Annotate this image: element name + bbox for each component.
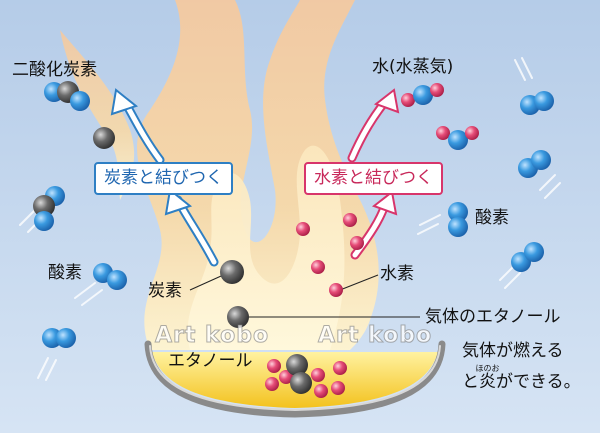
oxygen-molecule-bottom-left xyxy=(42,328,76,348)
carbon-atom-dish xyxy=(227,306,249,328)
motion-lines xyxy=(19,57,561,381)
watermark-left: Art kobo xyxy=(154,323,270,349)
co2-molecule-top-left xyxy=(44,81,90,111)
water-molecule-top xyxy=(401,83,444,107)
water-label: 水(水蒸気) xyxy=(372,57,454,77)
flame-kanji: 炎 xyxy=(479,372,496,392)
ethanol-molecules-in-dish xyxy=(265,354,347,398)
hydrogen-atoms-flame xyxy=(296,213,364,297)
dish-rim-highlight xyxy=(149,345,441,412)
dish-rim xyxy=(144,340,446,418)
ethanol-gas-label: 気体のエタノール xyxy=(425,307,561,327)
bond-hydrogen-box: 水素と結びつく xyxy=(304,162,443,195)
carbon-label: 炭素 xyxy=(148,281,182,301)
flame-wisp-left xyxy=(60,30,135,200)
burn-caption-rest: ができる。 xyxy=(496,372,581,392)
oxygen-molecule-right-mid xyxy=(518,150,551,178)
oxygen-molecule-right xyxy=(448,202,468,237)
co2-molecule-left xyxy=(33,186,65,231)
co2-label: 二酸化炭素 xyxy=(12,60,97,80)
arrow-carbon-up-head xyxy=(164,188,193,216)
flame-inner xyxy=(187,145,345,350)
carbon-atom-floating xyxy=(93,127,115,149)
oxygen-molecule-left xyxy=(93,263,127,290)
burn-caption-line2: とほのお炎ができる。 xyxy=(462,365,581,392)
watermark-right: Art kobo xyxy=(317,323,433,349)
hydrogen-label: 水素 xyxy=(380,264,414,284)
leader-hydrogen xyxy=(339,274,379,291)
water-molecule-mid xyxy=(436,126,479,150)
oxygen-label-left: 酸素 xyxy=(48,263,82,283)
oxygen-molecule-right-low xyxy=(511,242,544,272)
arrow-water-up-head xyxy=(373,88,400,114)
burn-caption-to: と xyxy=(462,372,479,392)
bond-carbon-box: 炭素と結びつく xyxy=(94,162,233,195)
ethanol-label: エタノール xyxy=(168,351,253,371)
arrow-hydrogen-up-head xyxy=(371,190,398,216)
flame-ruby: ほのお xyxy=(475,364,500,373)
burn-caption-line1: 気体が燃える xyxy=(462,341,564,361)
carbon-atom-flame xyxy=(220,260,244,284)
oxygen-label-right: 酸素 xyxy=(475,208,509,228)
oxygen-molecule-right-top xyxy=(520,91,554,115)
flame-kanji-with-ruby: ほのお炎 xyxy=(476,365,500,392)
arrow-co2-up-head xyxy=(110,88,139,116)
